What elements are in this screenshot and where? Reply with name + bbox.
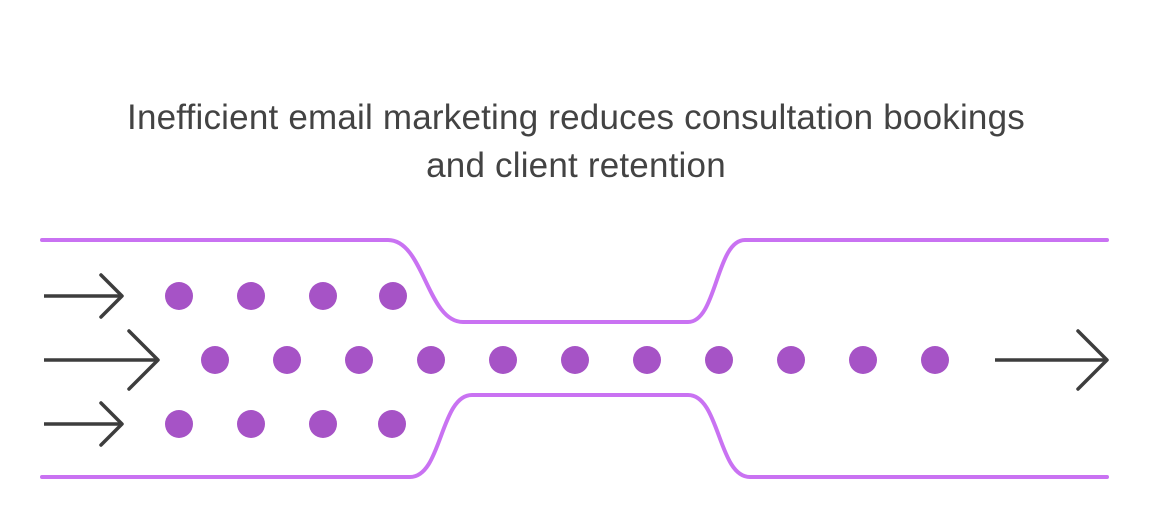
flow-dot-row3-3: [309, 410, 337, 438]
inflow-arrow-1-head: [99, 273, 124, 319]
flow-dot-row2-2: [273, 346, 301, 374]
flow-dot-row1-1: [165, 282, 193, 310]
flow-dot-row1-2: [237, 282, 265, 310]
flow-dot-row2-9: [777, 346, 805, 374]
flow-dot-row2-3: [345, 346, 373, 374]
pipe-bottom-outline: [40, 393, 1109, 479]
flow-dot-row2-4: [417, 346, 445, 374]
outflow-arrow-1-head: [1076, 329, 1109, 391]
flow-dot-row1-4: [379, 282, 407, 310]
title-line-1: Inefficient email marketing reduces cons…: [127, 98, 1025, 137]
pipe-top-outline: [40, 238, 1109, 324]
title-line-2: and client retention: [426, 146, 726, 185]
flow-dot-row2-5: [489, 346, 517, 374]
flow-dot-row2-6: [561, 346, 589, 374]
diagram-title: Inefficient email marketing reduces cons…: [0, 94, 1152, 190]
flow-dot-row2-8: [705, 346, 733, 374]
inflow-arrow-3-head: [99, 401, 124, 447]
inflow-arrow-2-head: [127, 329, 160, 391]
flow-dot-row3-1: [165, 410, 193, 438]
flow-dot-row2-10: [849, 346, 877, 374]
flow-dot-row1-3: [309, 282, 337, 310]
flow-dot-row3-4: [378, 410, 406, 438]
flow-dot-row2-7: [633, 346, 661, 374]
flow-dot-row2-11: [921, 346, 949, 374]
flow-dot-row3-2: [237, 410, 265, 438]
flow-dot-row2-1: [201, 346, 229, 374]
